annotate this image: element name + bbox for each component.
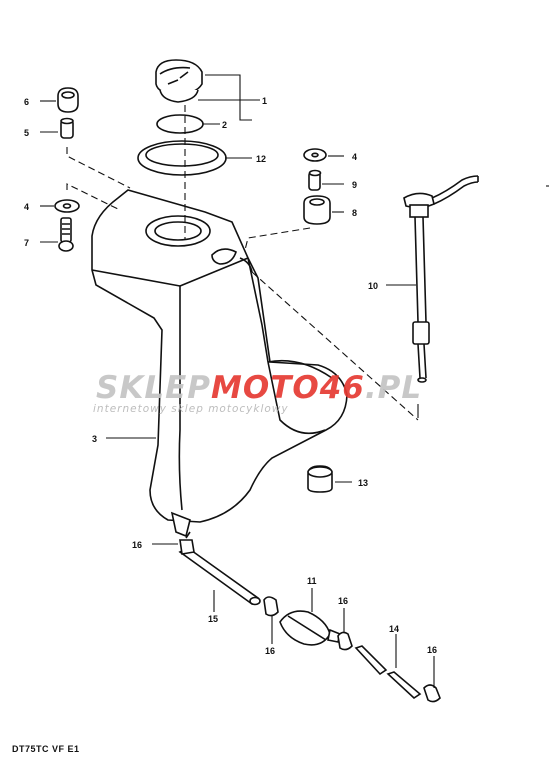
watermark-brand-moto: MOTO <box>211 370 320 406</box>
washer-left <box>54 199 80 213</box>
cap-gasket <box>156 114 204 134</box>
washer-right <box>303 148 327 162</box>
fuel-cap <box>155 59 203 103</box>
hose-clamp-tank <box>179 531 195 555</box>
hose-clamp-filter-outlet <box>337 631 353 651</box>
short-hose <box>354 645 422 700</box>
fuel-filter <box>279 610 341 646</box>
callout-labels: 1 2 3 4 4 5 6 7 8 9 10 11 12 13 14 15 16… <box>24 96 437 656</box>
callout-12: 12 <box>256 154 266 164</box>
leader-lines <box>40 74 435 688</box>
spacer <box>308 169 322 191</box>
watermark-tagline: internetowy sklep motocyklowy <box>93 403 289 415</box>
callout-16-end: 16 <box>427 645 437 655</box>
callout-16-filter: 16 <box>338 596 348 606</box>
callout-7: 7 <box>24 238 29 248</box>
assembly-axis-mount <box>244 227 311 251</box>
callout-6: 6 <box>24 97 29 107</box>
collar <box>60 117 74 139</box>
callout-4-right: 4 <box>352 152 357 162</box>
callout-9: 9 <box>352 180 357 190</box>
fuel-tank <box>91 189 348 538</box>
drain-cap <box>307 465 333 493</box>
callout-3: 3 <box>92 434 97 444</box>
callout-5: 5 <box>24 128 29 138</box>
bolt <box>58 217 74 252</box>
fuel-hose <box>178 547 261 606</box>
watermark-brand: SKLEPMOTO46.PL <box>96 370 422 406</box>
callout-4-left: 4 <box>24 202 29 212</box>
callout-10: 10 <box>368 281 378 291</box>
cushion <box>57 87 79 113</box>
callout-8: 8 <box>352 208 357 218</box>
watermark-brand-46: 46 <box>319 370 365 406</box>
assembly-axis-collar <box>66 147 131 189</box>
callout-15: 15 <box>208 614 218 624</box>
callout-16-hose: 16 <box>265 646 275 656</box>
assembly-axis-bolt <box>66 183 121 211</box>
breather-hose <box>403 175 479 383</box>
watermark: SKLEPMOTO46.PL internetowy sklep motocyk… <box>93 370 422 415</box>
hose-clamp-filter-inlet <box>263 596 279 617</box>
callout-1: 1 <box>262 96 267 106</box>
callout-14: 14 <box>389 624 399 634</box>
assembly-axis-breather <box>251 271 419 421</box>
filler-seal-ring <box>137 140 227 176</box>
hose-clamp-end <box>423 684 441 703</box>
callout-11: 11 <box>307 576 317 586</box>
mount-cushion <box>303 195 331 225</box>
watermark-brand-sklep: SKLEP <box>96 370 211 406</box>
callout-13: 13 <box>358 478 368 488</box>
diagram-code: DT75TC VF E1 <box>12 744 80 754</box>
watermark-brand-pl: .PL <box>365 370 422 406</box>
callout-16-tank: 16 <box>132 540 142 550</box>
callout-2: 2 <box>222 120 227 130</box>
